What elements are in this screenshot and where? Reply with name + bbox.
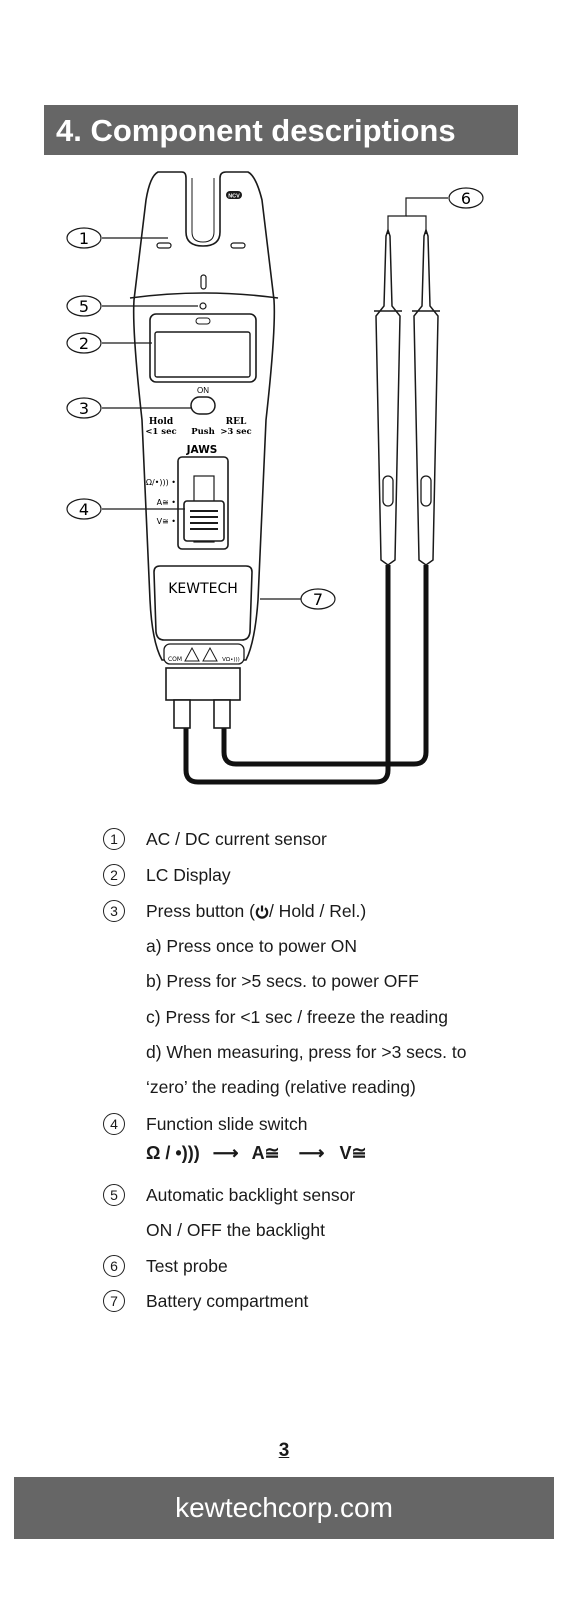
legend-text-after: / Hold / Rel.) — [268, 901, 367, 921]
switch-seq-volt: V≅ — [339, 1143, 367, 1163]
switch-seq-amp: A≅ — [251, 1143, 280, 1163]
switch-pos-volt: V≅ • — [157, 517, 176, 526]
com-label: COM — [168, 656, 182, 663]
press-subitem-c: c) Press for <1 sec / freeze the reading — [146, 1007, 449, 1027]
legend-item-1: 1 AC / DC current sensor — [0, 828, 568, 858]
legend-number: 4 — [103, 1113, 125, 1135]
on-label: ON — [197, 386, 209, 395]
footer-bar: kewtechcorp.com — [14, 1477, 554, 1539]
legend-text-before: Press button ( — [146, 901, 255, 921]
warning-triangle-icon — [184, 646, 200, 662]
website-link[interactable]: kewtechcorp.com — [175, 1492, 393, 1523]
section-title: 4. Component descriptions — [56, 113, 456, 148]
legend-number: 7 — [103, 1290, 125, 1312]
legend-item-6: 6 Test probe — [0, 1255, 568, 1285]
section-title-bar: 4. Component descriptions — [44, 105, 518, 155]
red-lead-cable — [183, 565, 391, 785]
legend-item-4: 4 Function slide switch — [0, 1113, 568, 1143]
legend-item-5: 5 Automatic backlight sensor — [0, 1184, 568, 1214]
legend-text: Function slide switch — [146, 1114, 308, 1134]
callout-7: 7 — [300, 588, 336, 610]
callout-3: 3 — [66, 397, 102, 419]
arrow-right-icon: ⟶ — [298, 1143, 325, 1163]
switch-seq-ohm: Ω / •))) — [146, 1143, 200, 1163]
callout-4: 4 — [66, 498, 102, 520]
page-number: 3 — [278, 1440, 290, 1461]
legend-text: LC Display — [146, 865, 231, 885]
brand-logo: KEWTECH — [168, 581, 238, 597]
push-label: Push — [191, 427, 215, 437]
legend-number: 3 — [103, 900, 125, 922]
rel-time: >3 sec — [220, 427, 251, 437]
power-icon — [255, 905, 269, 919]
callout-6: 6 — [448, 187, 484, 209]
lcd-display — [154, 331, 251, 378]
svg-text:4: 4 — [79, 500, 89, 519]
legend-item-3: 3 Press button ( / Hold / Rel.) — [0, 900, 568, 930]
v-ohm-label: VΩ•))) — [222, 657, 240, 663]
legend-number: 5 — [103, 1184, 125, 1206]
test-probe-left — [374, 227, 402, 566]
test-probe-right — [412, 227, 440, 566]
legend-text: Press button ( / Hold / Rel.) — [146, 900, 366, 922]
switch-sequence: Ω / •))) ⟶ A≅ ⟶ V≅ — [146, 1143, 367, 1164]
battery-compartment — [153, 565, 253, 641]
press-subitem-d-cont: ‘zero’ the reading (relative reading) — [146, 1077, 416, 1097]
press-subitem-d: d) When measuring, press for >3 secs. to — [146, 1042, 467, 1062]
ncv-badge: NCV — [228, 194, 240, 200]
legend-text: AC / DC current sensor — [146, 829, 327, 849]
slide-switch-knob — [183, 500, 225, 542]
backlight-sensor — [199, 302, 207, 310]
switch-pos-ohm: Ω/•))) • — [146, 478, 176, 487]
legend-item-2: 2 LC Display — [0, 864, 568, 894]
rel-label: REL — [226, 417, 247, 427]
backlight-subitem: ON / OFF the backlight — [146, 1220, 325, 1240]
legend-item-7: 7 Battery compartment — [0, 1290, 568, 1320]
plug-block — [165, 667, 241, 701]
warning-triangle-icon — [202, 646, 218, 662]
svg-text:1: 1 — [79, 229, 89, 248]
callout-2: 2 — [66, 332, 102, 354]
callout-5: 5 — [66, 295, 102, 317]
hold-label: Hold — [149, 417, 174, 427]
hold-time: <1 sec — [145, 427, 176, 437]
black-lead-cable — [221, 565, 429, 767]
switch-pos-amp: A≅ • — [157, 498, 176, 507]
tester-diagram: NCV ON Hold <1 sec Push REL >3 sec JAWS … — [66, 171, 484, 785]
press-subitem-a: a) Press once to power ON — [146, 936, 358, 956]
legend-text: Automatic backlight sensor — [146, 1185, 356, 1205]
press-button — [190, 396, 216, 415]
arrow-right-icon: ⟶ — [212, 1143, 239, 1163]
legend-text: Battery compartment — [146, 1291, 309, 1311]
legend-number: 6 — [103, 1255, 125, 1277]
legend-number: 1 — [103, 828, 125, 850]
legend-number: 2 — [103, 864, 125, 886]
legend-text: Test probe — [146, 1256, 228, 1276]
svg-text:7: 7 — [313, 590, 323, 609]
press-subitem-b: b) Press for >5 secs. to power OFF — [146, 971, 419, 991]
svg-text:6: 6 — [461, 189, 471, 208]
svg-text:2: 2 — [79, 334, 89, 353]
svg-text:5: 5 — [79, 297, 89, 316]
svg-text:3: 3 — [79, 399, 89, 418]
callout-1: 1 — [66, 227, 102, 249]
jaws-label: JAWS — [186, 444, 218, 456]
